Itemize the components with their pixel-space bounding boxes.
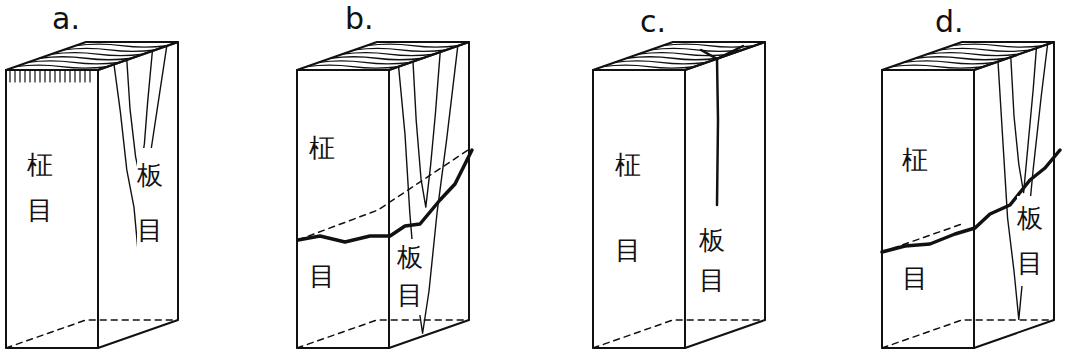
flat-grain-label: 板目 (1017, 196, 1043, 286)
hatch-tick (14, 71, 15, 82)
hatch-tick (59, 71, 60, 82)
hidden-edge (593, 320, 765, 348)
flat-grain-pattern (1011, 48, 1037, 192)
front-face-outline (297, 70, 389, 348)
hatch-tick (49, 71, 50, 82)
side-face-outline (98, 42, 178, 348)
top-grain-line (52, 53, 144, 56)
front-face-outline (6, 70, 98, 348)
flat-grain-label: 板目 (137, 148, 163, 258)
front-face-outline (593, 70, 685, 348)
top-grain-line (940, 48, 1032, 51)
top-grain-line (367, 44, 459, 47)
top-grain-line (627, 57, 719, 60)
top-grain-line (64, 48, 156, 51)
top-grain-line (76, 44, 168, 47)
hatch-tick (79, 71, 80, 82)
top-grain-line (904, 61, 996, 64)
top-grain-line (331, 57, 423, 60)
hidden-edge (6, 320, 178, 348)
hatch-tick (64, 71, 65, 82)
figure-letter: c. (640, 5, 666, 38)
hatch-tick (24, 71, 25, 82)
quarter-grain-label: 柾目 (902, 101, 928, 337)
top-grain-line (343, 53, 435, 56)
hatch-tick (89, 71, 90, 82)
top-grain-line (603, 65, 695, 68)
top-face-outline (593, 42, 765, 70)
hatch-tick (9, 71, 10, 82)
top-grain-line (28, 61, 120, 64)
hatch-tick (54, 71, 55, 82)
hatch-tick (44, 71, 45, 82)
top-grain-line (355, 48, 447, 51)
crack-line (298, 150, 472, 242)
top-grain-line (319, 61, 411, 64)
hidden-crack (298, 150, 468, 240)
top-grain-line (40, 57, 132, 60)
flat-grain-pattern (998, 44, 1048, 319)
hidden-crack (882, 224, 962, 252)
figure-letter: b. (345, 2, 374, 35)
top-grain-line (615, 61, 707, 64)
hatch-tick (34, 71, 35, 82)
top-grain-line (892, 65, 984, 68)
side-face-outline (974, 42, 1054, 348)
front-face-outline (882, 70, 974, 348)
top-grain-line (307, 65, 399, 68)
hatch-tick (29, 71, 30, 82)
quarter-grain-label: 柾目 (309, 84, 335, 340)
hatch-tick (39, 71, 40, 82)
top-grain-line (928, 53, 1020, 56)
top-grain-line (651, 48, 743, 51)
hatch-tick (69, 71, 70, 82)
top-face-outline (882, 42, 1054, 70)
hidden-edge (297, 320, 469, 348)
flat-grain-label: 板目 (397, 239, 423, 315)
top-grain-line (916, 57, 1008, 60)
top-face-outline (297, 42, 469, 70)
top-grain-line (639, 53, 731, 56)
side-face-outline (685, 42, 765, 348)
top-grain-line (16, 65, 108, 68)
crack-line (717, 59, 718, 205)
hidden-edge (882, 320, 1054, 348)
figure-letter: d. (935, 5, 964, 38)
top-grain-line (952, 44, 1044, 47)
crack-line (701, 46, 743, 59)
hatch-tick (84, 71, 85, 82)
hatch-tick (74, 71, 75, 82)
flat-grain-label: 板目 (699, 220, 725, 300)
quarter-grain-label: 柾目 (27, 143, 53, 233)
figure-letter: a. (52, 2, 80, 35)
hatch-tick (19, 71, 20, 82)
quarter-grain-label: 柾目 (615, 123, 641, 293)
